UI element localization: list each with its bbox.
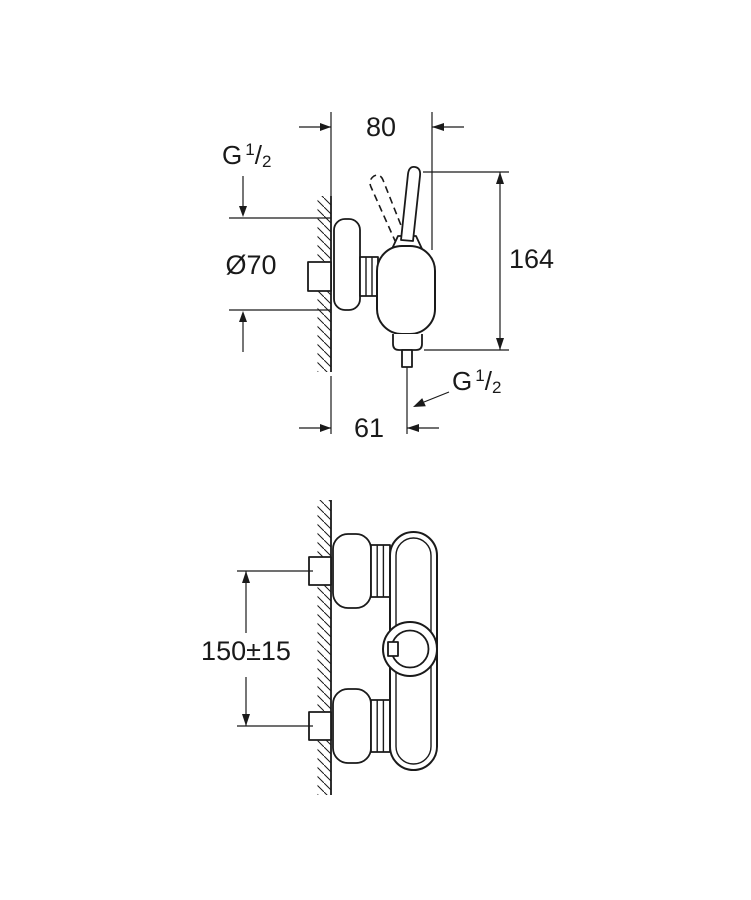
- dimension-width-80: 80: [299, 112, 464, 250]
- dimension-escutcheon-diameter-70: Ø70: [225, 217, 331, 352]
- leader-line: [423, 391, 450, 403]
- union-nut-top: [370, 544, 391, 598]
- arrowhead: [320, 123, 331, 131]
- arrowhead: [239, 311, 247, 322]
- arrowhead: [496, 338, 504, 350]
- arrowhead: [432, 123, 444, 131]
- in-wall-union-nut: [307, 261, 332, 292]
- dim-height-label: 164: [509, 244, 554, 274]
- wall-section-front: [317, 500, 332, 795]
- lever-alternate-position-dashed: [369, 174, 407, 244]
- escutcheon-side: [333, 218, 361, 311]
- outlet-port: [392, 334, 423, 351]
- union-nut-bottom: [370, 699, 391, 753]
- lever-handle: [400, 165, 422, 242]
- arrowhead: [496, 172, 504, 184]
- dim-depth-label: 61: [354, 413, 384, 443]
- faucet-side-view: [307, 165, 436, 434]
- front-view: 150±15: [201, 500, 438, 795]
- faucet-front-view: [308, 531, 438, 771]
- arrowhead: [242, 571, 250, 583]
- dimension-height-164: 164: [423, 171, 554, 351]
- dimension-depth-61: 61: [299, 376, 439, 443]
- arrowhead: [239, 206, 247, 217]
- dim-diameter-label: Ø70: [225, 250, 276, 280]
- wall-hatch: [317, 500, 331, 795]
- dim-centre-distance-label: 150±15: [201, 636, 291, 666]
- arrowhead: [407, 424, 419, 432]
- arrowhead: [413, 398, 426, 407]
- arrowhead: [320, 424, 331, 432]
- union-nut-side: [359, 256, 379, 297]
- dim-width-label: 80: [366, 112, 396, 142]
- outlet-nipple: [401, 349, 413, 368]
- escutcheon-bottom: [332, 688, 372, 764]
- mixer-body-side: [376, 245, 436, 335]
- dimension-centre-distance-150: 150±15: [201, 570, 313, 727]
- knob-notch: [387, 641, 399, 657]
- arrowhead: [242, 714, 250, 726]
- escutcheon-top: [332, 533, 372, 609]
